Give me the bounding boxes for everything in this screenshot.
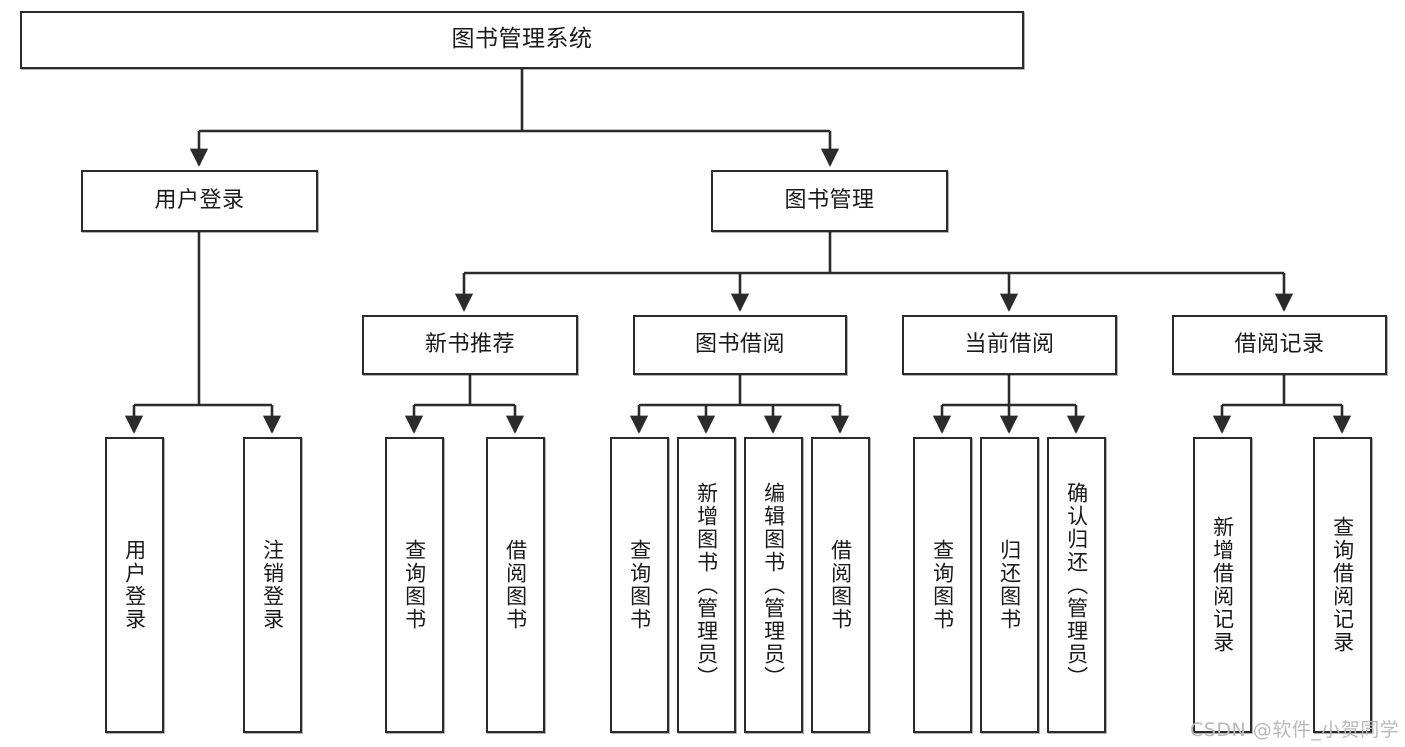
node-leaf-logout-login[interactable]: 注销登录 — [243, 437, 302, 733]
node-borrow-record[interactable]: 借阅记录 — [1172, 315, 1387, 375]
node-leaf-confirm-return-label: 确认归还（管理员） — [1064, 481, 1089, 689]
node-leaf-query-book-3-label: 查询图书 — [930, 539, 955, 631]
node-leaf-query-book-3[interactable]: 查询图书 — [913, 437, 972, 733]
watermark: CSDN @软件_小贺同学 — [1190, 719, 1400, 741]
node-leaf-query-borrow-record-label: 查询借阅记录 — [1330, 516, 1355, 654]
node-new-book-recommend-label: 新书推荐 — [424, 332, 515, 358]
node-user-login-label: 用户登录 — [154, 188, 245, 214]
node-root-label: 图书管理系统 — [451, 26, 593, 53]
node-book-management[interactable]: 图书管理 — [711, 170, 948, 232]
node-borrow-record-label: 借阅记录 — [1234, 332, 1325, 358]
node-leaf-confirm-return[interactable]: 确认归还（管理员） — [1047, 437, 1106, 733]
node-leaf-edit-book-label: 编辑图书（管理员） — [761, 481, 786, 689]
node-leaf-query-book-1[interactable]: 查询图书 — [385, 437, 444, 733]
node-leaf-borrow-book-1[interactable]: 借阅图书 — [486, 437, 545, 733]
node-leaf-return-book-label: 归还图书 — [997, 539, 1022, 631]
node-leaf-query-book-2[interactable]: 查询图书 — [610, 437, 669, 733]
node-leaf-query-borrow-record[interactable]: 查询借阅记录 — [1313, 437, 1372, 733]
node-leaf-logout-login-label: 注销登录 — [260, 539, 285, 631]
node-leaf-add-book[interactable]: 新增图书（管理员） — [677, 437, 736, 733]
node-root-book-management-system[interactable]: 图书管理系统 — [20, 11, 1024, 69]
node-book-management-label: 图书管理 — [784, 188, 875, 214]
node-leaf-user-login[interactable]: 用户登录 — [105, 437, 164, 733]
node-book-borrow-label: 图书借阅 — [694, 332, 785, 358]
node-current-borrow[interactable]: 当前借阅 — [902, 315, 1117, 375]
node-book-borrow[interactable]: 图书借阅 — [633, 315, 847, 375]
node-leaf-borrow-book-1-label: 借阅图书 — [503, 539, 528, 631]
node-leaf-query-book-1-label: 查询图书 — [402, 539, 427, 631]
node-new-book-recommend[interactable]: 新书推荐 — [362, 315, 578, 375]
node-leaf-add-borrow-record-label: 新增借阅记录 — [1210, 516, 1235, 654]
node-leaf-add-borrow-record[interactable]: 新增借阅记录 — [1193, 437, 1252, 733]
node-leaf-borrow-book-2[interactable]: 借阅图书 — [811, 437, 870, 733]
node-leaf-query-book-2-label: 查询图书 — [627, 539, 652, 631]
node-current-borrow-label: 当前借阅 — [964, 332, 1055, 358]
node-leaf-user-login-label: 用户登录 — [122, 539, 147, 631]
node-leaf-add-book-label: 新增图书（管理员） — [694, 481, 719, 689]
node-leaf-edit-book[interactable]: 编辑图书（管理员） — [744, 437, 803, 733]
node-user-login[interactable]: 用户登录 — [81, 170, 318, 232]
node-leaf-borrow-book-2-label: 借阅图书 — [828, 539, 853, 631]
node-leaf-return-book[interactable]: 归还图书 — [980, 437, 1039, 733]
